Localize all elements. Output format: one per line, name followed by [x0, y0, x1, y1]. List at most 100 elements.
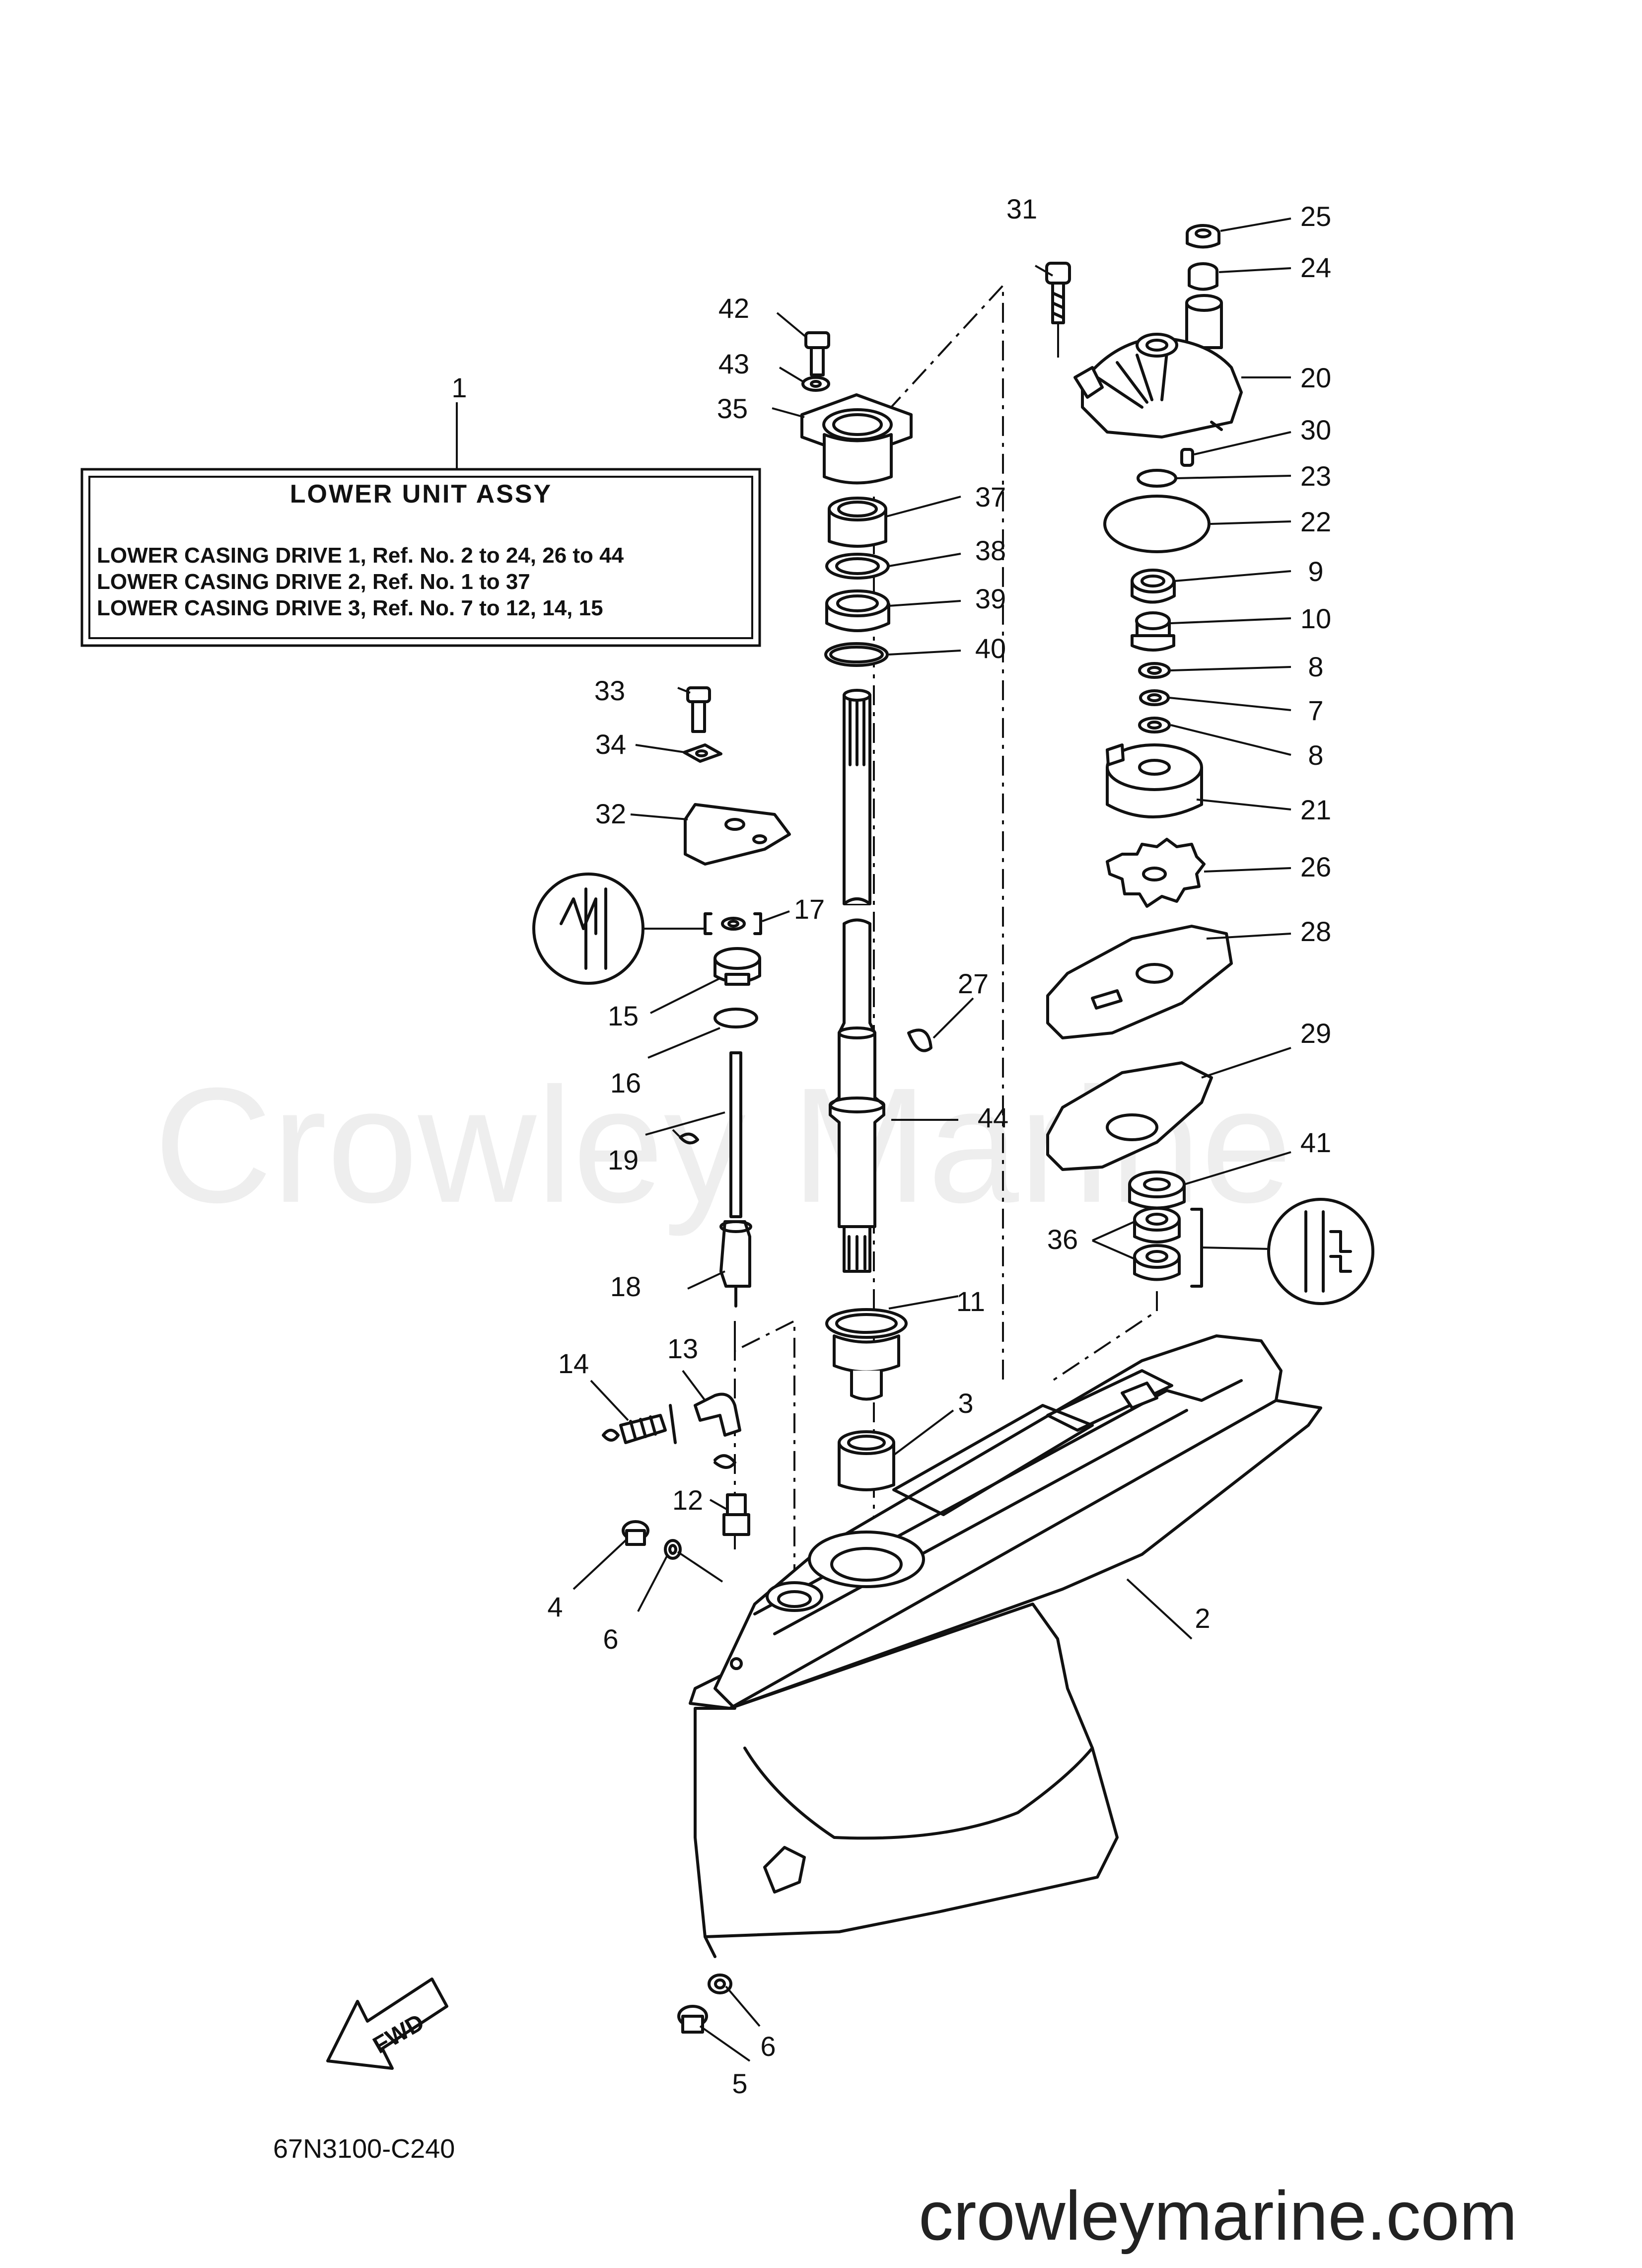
grease-detail-circle-left	[532, 873, 705, 985]
part-40-o-ring	[824, 642, 889, 667]
callout-29: 29	[1300, 1018, 1331, 1049]
callout-18: 18	[610, 1271, 641, 1302]
assembly-box-line-2: LOWER CASING DRIVE 2, Ref. No. 1 to 37	[97, 570, 530, 594]
callout-44: 44	[978, 1102, 1008, 1133]
part-26-impeller	[1106, 838, 1206, 908]
callout-24: 24	[1300, 252, 1331, 283]
part-6-washer-lower	[708, 1974, 732, 1994]
part-35-oil-seal-housing	[800, 393, 913, 485]
diagram-code: 67N3100-C240	[273, 2134, 455, 2164]
callout-30: 30	[1300, 414, 1331, 445]
callout-8-upper: 8	[1308, 651, 1323, 682]
part-9-oil-seal	[1131, 569, 1176, 604]
callout-22: 22	[1300, 506, 1331, 537]
callout-42: 42	[718, 293, 749, 324]
part-23-o-ring	[1137, 469, 1177, 488]
part-31-bolt	[1045, 262, 1071, 358]
part-28-outer-plate	[1046, 925, 1233, 1039]
callout-4: 4	[547, 1591, 563, 1622]
part-19-clip	[679, 1132, 699, 1145]
part-37-bearing	[828, 497, 887, 548]
part-11-sleeve	[825, 1308, 908, 1401]
callout-39: 39	[975, 583, 1006, 614]
callout-11: 11	[956, 1286, 985, 1317]
callout-9: 9	[1308, 556, 1323, 587]
part-22-o-ring	[1103, 495, 1211, 553]
callout-28: 28	[1300, 916, 1331, 947]
part-6-washer-upper	[664, 1539, 682, 1560]
callout-5: 5	[732, 2068, 747, 2099]
part-10-collar	[1131, 611, 1175, 652]
part-44-drive-shaft	[829, 918, 885, 1273]
callout-40: 40	[975, 633, 1006, 664]
assembly-box-line-3: LOWER CASING DRIVE 3, Ref. No. 7 to 12, …	[97, 596, 603, 620]
fwd-arrow: FWD	[326, 1977, 448, 2070]
part-42-bolt	[804, 331, 830, 376]
part-30-dowel-pin	[1180, 448, 1194, 467]
callout-23: 23	[1300, 460, 1331, 492]
part-32-bracket	[684, 803, 791, 866]
callout-21: 21	[1300, 794, 1331, 825]
part-20-water-pump-housing	[1073, 294, 1243, 439]
assembly-box-line-1: LOWER CASING DRIVE 1, Ref. No. 2 to 24, …	[97, 543, 624, 568]
part-21-insert-cartridge	[1106, 743, 1203, 818]
part-43-washer	[801, 376, 830, 392]
callout-33: 33	[594, 675, 625, 706]
part-3-needle-bearing	[838, 1430, 895, 1491]
part-7-wave-washer	[1139, 689, 1170, 706]
callout-3: 3	[958, 1388, 973, 1419]
callout-37: 37	[975, 481, 1006, 512]
callout-13: 13	[667, 1333, 698, 1364]
callout-10: 10	[1300, 603, 1331, 634]
callout-20: 20	[1300, 362, 1331, 393]
callout-34: 34	[595, 729, 626, 760]
part-13-hose	[694, 1392, 741, 1437]
part-17-bushing	[704, 912, 762, 935]
callout-15: 15	[608, 1000, 639, 1031]
callout-17: 17	[794, 893, 825, 925]
callout-12: 12	[672, 1484, 703, 1516]
assembly-box-title: LOWER UNIT ASSY	[290, 480, 552, 509]
callout-27: 27	[958, 968, 989, 999]
part-5-bolt	[677, 2005, 708, 2034]
part-15-cap	[714, 947, 761, 986]
seal-detail-circle-right	[1267, 1198, 1374, 1305]
callout-32: 32	[595, 798, 626, 829]
part-4-bolt	[622, 1520, 649, 1546]
part-29-gasket	[1046, 1061, 1213, 1171]
part-33-bolt	[686, 686, 711, 733]
part-36-oil-seals	[1133, 1207, 1272, 1288]
callout-6-upper: 6	[603, 1623, 618, 1655]
part-25-grommet	[1186, 224, 1220, 249]
drive-shaft-upper	[843, 689, 871, 905]
callout-16: 16	[610, 1067, 641, 1098]
part-41-seal	[1128, 1171, 1186, 1210]
callout-38: 38	[975, 535, 1006, 566]
part-24-grommet	[1188, 262, 1218, 291]
callout-numbers: 1 2 3 4 5 6 6 7 8 8 9 10 11 12 13 14 15 …	[451, 193, 1331, 2099]
callout-31: 31	[1006, 193, 1037, 224]
callout-43: 43	[718, 348, 749, 379]
part-39-thrust-bearing	[825, 589, 890, 632]
callout-41: 41	[1300, 1127, 1331, 1158]
callout-7: 7	[1308, 695, 1323, 726]
part-8-washer-lower	[1138, 717, 1171, 733]
callout-36: 36	[1047, 1224, 1078, 1255]
part-38-shim	[825, 553, 890, 580]
callout-25: 25	[1300, 201, 1331, 232]
callout-35: 35	[717, 393, 748, 424]
part-2-lower-casing	[689, 1334, 1322, 1958]
callout-leaders	[456, 218, 1291, 2062]
callout-26: 26	[1300, 851, 1331, 882]
callout-14: 14	[558, 1348, 589, 1379]
callout-8-lower: 8	[1308, 739, 1323, 771]
footer-site-url: crowleymarine.com	[919, 2177, 1517, 2255]
part-18-shift-rod	[719, 1051, 752, 1308]
part-34-plate	[683, 743, 722, 763]
callout-1: 1	[451, 372, 467, 403]
part-16-o-ring	[714, 1008, 758, 1028]
assembly-info-box: LOWER UNIT ASSY LOWER CASING DRIVE 1, Re…	[80, 468, 761, 647]
callout-19: 19	[608, 1144, 639, 1175]
part-27-woodruff-key	[907, 1028, 932, 1052]
